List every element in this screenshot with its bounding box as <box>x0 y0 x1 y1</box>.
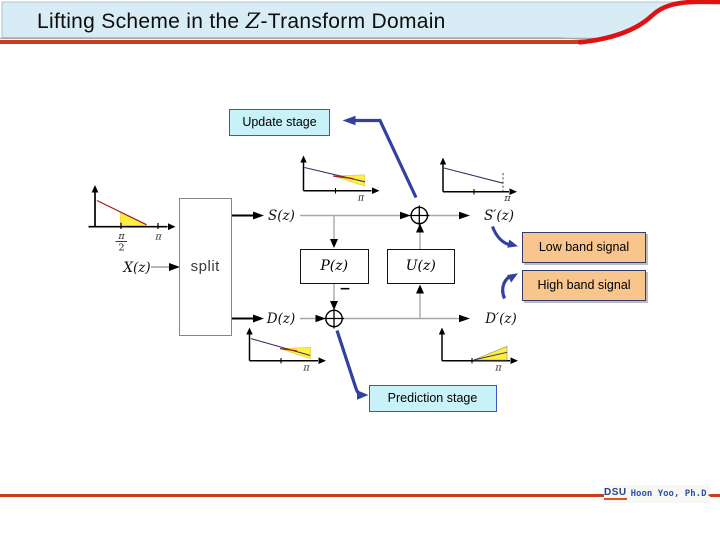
title-suffix: -Transform Domain <box>260 10 446 33</box>
spectrum-plot-input: π 2 π <box>88 185 176 254</box>
title-underline-orange <box>0 40 586 44</box>
pi-over-2-denominator: 2 <box>118 243 124 254</box>
title-prefix: Lifting Scheme in the <box>37 10 246 33</box>
spectrum-plot-d-out: π <box>438 327 518 374</box>
update-stage-label: Update stage <box>242 115 317 129</box>
spectrum-plot-s-out: π <box>439 157 517 204</box>
d-out-signal-label: D′(z) <box>485 311 517 327</box>
predict-vertical-lines <box>330 216 338 310</box>
prediction-stage-callout: Prediction stage <box>368 385 497 412</box>
x-input-arrow <box>151 263 180 271</box>
dsu-logo: DSU <box>604 487 627 500</box>
spectrum-plot-d: π <box>246 327 326 374</box>
low-band-connector <box>490 225 518 248</box>
update-vertical-lines <box>416 223 424 318</box>
predict-adder <box>324 308 344 329</box>
predict-block-label: P(z) <box>320 257 349 274</box>
s-branch-lines <box>231 211 470 220</box>
prediction-stage-connector <box>335 330 369 400</box>
update-stage-callout: Update stage <box>229 109 330 136</box>
x-input-label: X(z) <box>123 259 151 276</box>
prediction-stage-label: Prediction stage <box>387 391 478 405</box>
spectrum-plot-s: π <box>300 155 380 204</box>
high-band-connector <box>501 273 518 300</box>
pi-tick-label: π <box>503 193 511 204</box>
high-band-label: High band signal <box>537 277 631 292</box>
footer-credit-text: Hoon Yoo, Ph.D. <box>630 489 712 499</box>
update-block-label: U(z) <box>405 258 436 274</box>
low-band-callout: Low band signal <box>522 231 646 263</box>
predict-block: P(z) <box>300 248 369 284</box>
s-out-signal-label: S′(z) <box>484 208 514 224</box>
pi-tick-label: π <box>154 232 162 243</box>
split-block: split <box>179 197 232 336</box>
s-signal-label: S(z) <box>268 208 295 224</box>
title-z-symbol: Z <box>245 9 261 33</box>
header-red-curve <box>577 0 720 45</box>
pi-over-2-numerator: π <box>117 231 125 242</box>
footer-rule-right <box>710 493 720 498</box>
page-title: Lifting Scheme in the Z-Transform Domain <box>37 9 446 34</box>
pi-tick-label: π <box>357 193 365 204</box>
header-art <box>0 0 720 45</box>
d-branch-lines <box>231 314 470 323</box>
pi-tick-label: π <box>494 363 502 374</box>
update-adder <box>409 205 430 226</box>
low-band-label: Low band signal <box>538 239 630 254</box>
split-label: split <box>190 257 220 275</box>
footer-rule-left <box>0 493 605 498</box>
high-band-callout: High band signal <box>522 269 646 301</box>
pi-tick-label: π <box>302 363 310 374</box>
update-stage-connector <box>342 115 418 199</box>
minus-sign: − <box>339 281 351 297</box>
d-signal-label: D(z) <box>266 311 296 327</box>
footer-credit-area: DSU Hoon Yoo, Ph.D. <box>604 485 712 503</box>
update-block: U(z) <box>386 249 455 284</box>
